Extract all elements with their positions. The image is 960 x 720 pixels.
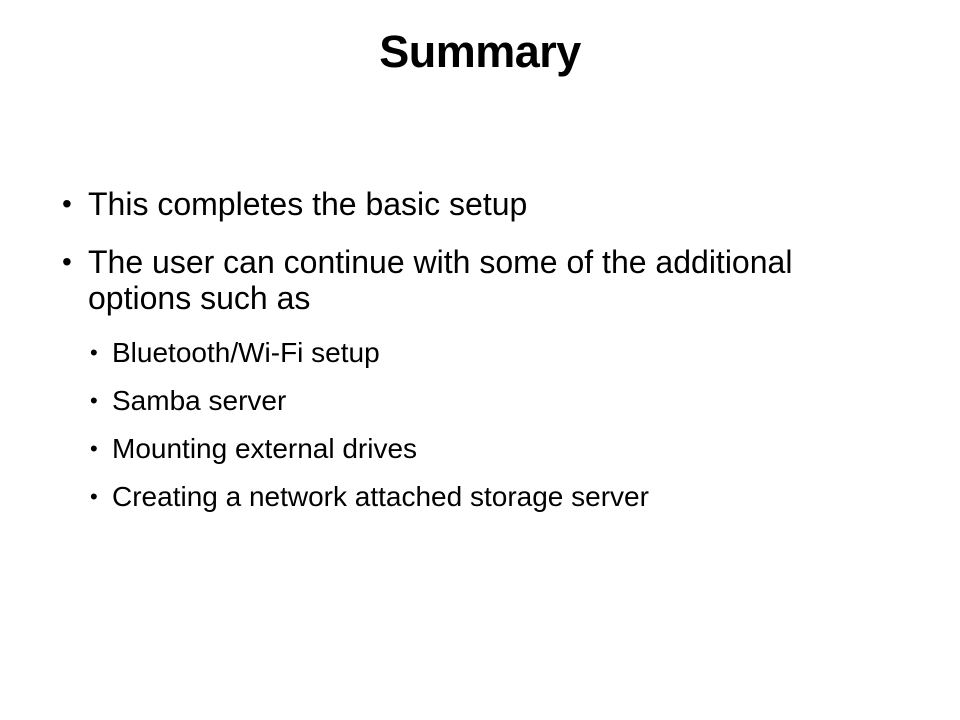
bullet-item: • This completes the basic setup: [62, 186, 832, 222]
sub-bullet-item: • Mounting external drives: [90, 434, 832, 464]
bullet-marker: •: [90, 340, 98, 365]
sub-bullet-text: Creating a network attached storage serv…: [112, 481, 649, 512]
bullet-marker: •: [62, 246, 72, 277]
bullet-marker: •: [90, 484, 98, 509]
slide-title: Summary: [379, 26, 581, 77]
bullet-text: This completes the basic setup: [88, 186, 528, 222]
sub-bullet-item: • Samba server: [90, 386, 832, 416]
sub-bullet-text: Bluetooth/Wi-Fi setup: [112, 337, 380, 368]
bullet-marker: •: [62, 188, 72, 219]
bullet-marker: •: [90, 388, 98, 413]
bullet-item: • The user can continue with some of the…: [62, 244, 832, 316]
sub-bullet-item: • Bluetooth/Wi-Fi setup: [90, 338, 832, 368]
sub-bullet-text: Samba server: [112, 385, 287, 416]
sub-bullet-item: • Creating a network attached storage se…: [90, 482, 832, 512]
sub-bullet-text: Mounting external drives: [112, 433, 418, 464]
sub-bullet-list: • Bluetooth/Wi-Fi setup • Samba server •…: [62, 338, 832, 512]
bullet-text: The user can continue with some of the a…: [88, 244, 793, 316]
bullet-marker: •: [90, 436, 98, 461]
slide-body: • This completes the basic setup • The u…: [62, 186, 832, 530]
